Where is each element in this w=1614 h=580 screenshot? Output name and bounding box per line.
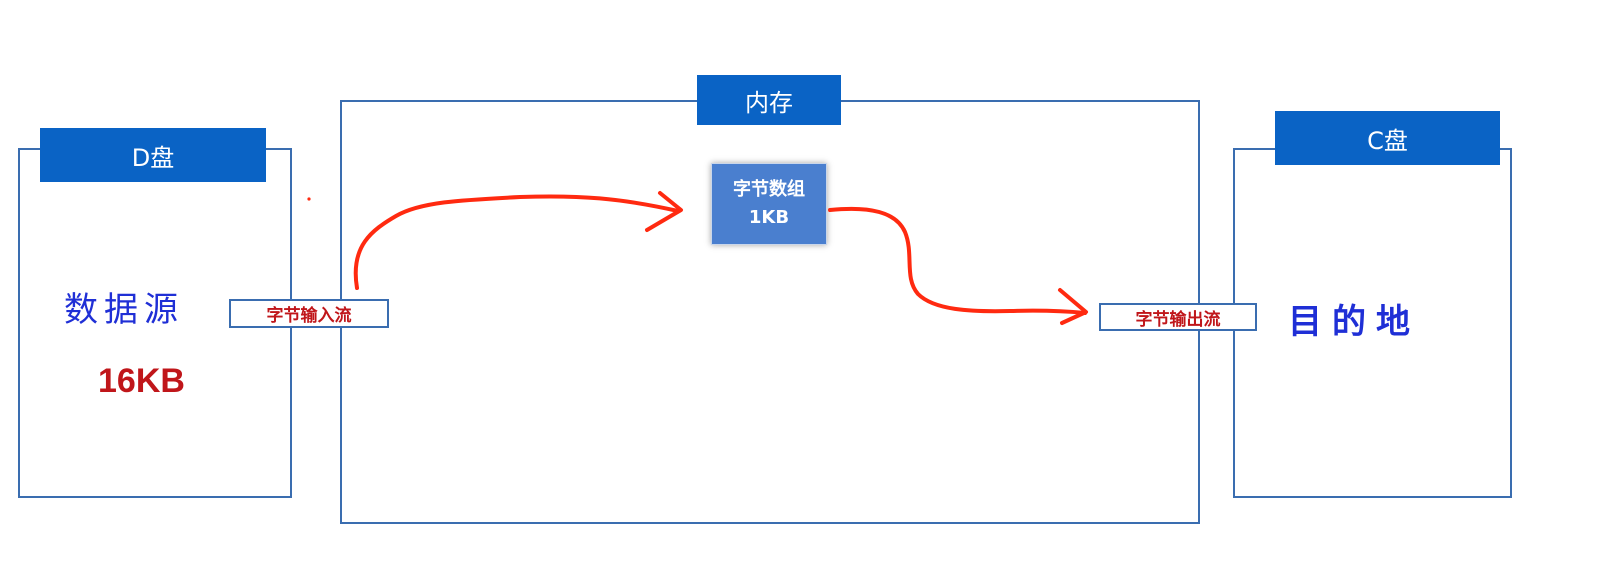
byte-array-box: 字节数组 1KB bbox=[711, 163, 827, 245]
byte-array-title: 字节数组 bbox=[733, 179, 805, 200]
data-source-label: 数据源 bbox=[64, 290, 184, 330]
input-arrowhead bbox=[645, 191, 683, 232]
destination-label: 目的地 bbox=[1288, 302, 1420, 342]
input-flow-arrow bbox=[353, 194, 680, 290]
byte-output-stream-tag: 字节输出流 bbox=[1099, 303, 1257, 331]
stray-dot bbox=[307, 197, 311, 201]
source-disk-title: D盘 bbox=[40, 128, 266, 182]
byte-array-size: 1KB bbox=[748, 207, 790, 228]
memory-title: 内存 bbox=[697, 75, 841, 125]
byte-input-stream-tag: 字节输入流 bbox=[229, 299, 389, 328]
data-source-size: 16KB bbox=[98, 362, 185, 400]
dest-disk-title: C盘 bbox=[1275, 111, 1500, 165]
output-arrowhead bbox=[1058, 288, 1088, 325]
output-flow-arrow bbox=[828, 206, 1087, 315]
